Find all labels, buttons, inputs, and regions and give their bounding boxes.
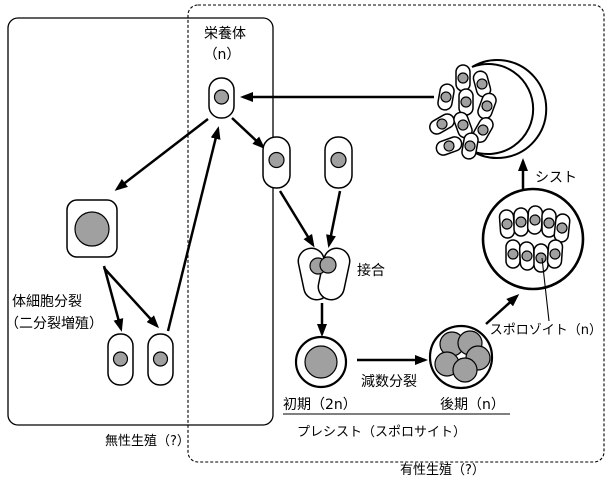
arrow-trophozoite-to-gamete (231, 117, 266, 150)
cyst-sporozoite-cluster (429, 64, 497, 160)
meiosis-label: 減数分裂 (361, 373, 417, 390)
arrow-somatic-cell-to-daughter-left (102, 265, 124, 332)
nucleus (330, 151, 347, 169)
arrow-late-precyst-to-sporocyst (485, 293, 520, 325)
sexual-reproduction-label: 有性生殖（?） (400, 462, 485, 478)
sexual-reproduction-box (187, 4, 605, 463)
nucleus (74, 211, 110, 247)
cyst-label: シスト (535, 170, 577, 186)
nucleus (319, 256, 337, 274)
conjugation-label: 接合 (357, 262, 385, 279)
late-precyst (428, 324, 494, 390)
trophozoite-cell (208, 77, 235, 119)
nucleus (268, 151, 285, 169)
asexual-reproduction-box (7, 17, 274, 426)
trophozoite-label: 栄養体 (204, 25, 246, 42)
somatic-large-cell (66, 199, 118, 258)
sporocyst (481, 187, 585, 291)
nucleus (112, 351, 129, 367)
precyst-label: プレシスト（スポロサイト） (297, 425, 466, 440)
binary-fission-label: （二分裂増殖） (5, 315, 103, 332)
arrow-daughter-to-trophozoite (166, 126, 221, 332)
gamete-left (262, 136, 291, 189)
daughter-cell-left (107, 333, 134, 386)
nucleus (213, 89, 230, 105)
early-precyst (294, 335, 348, 389)
trophozoite-ploidy-label: （n） (204, 47, 241, 63)
nucleus (304, 345, 338, 379)
late-stage-label: 後期（n） (440, 397, 505, 413)
sporozoite-leader-line (541, 257, 550, 322)
sporozoite-label: スポロゾイト（n） (490, 323, 602, 338)
arrow-somatic-cell-to-daughter-right (103, 267, 160, 329)
nucleus (152, 351, 169, 367)
arrow-trophozoite-to-somatic-cell (114, 118, 209, 191)
arrow-gamete-right-to-pair (326, 190, 342, 248)
asexual-reproduction-label: 無性生殖（?） (105, 433, 190, 449)
somatic-division-label: 体細胞分裂 (12, 294, 82, 310)
cyst-crescent (471, 59, 548, 159)
nucleus (452, 357, 478, 383)
gamete-right (324, 136, 353, 189)
daughter-cell-right (147, 333, 174, 386)
arrow-gamete-left-to-pair (278, 190, 315, 248)
arrows (102, 92, 528, 365)
conjugating-pair (297, 247, 351, 301)
early-stage-label: 初期（2n） (283, 396, 357, 413)
